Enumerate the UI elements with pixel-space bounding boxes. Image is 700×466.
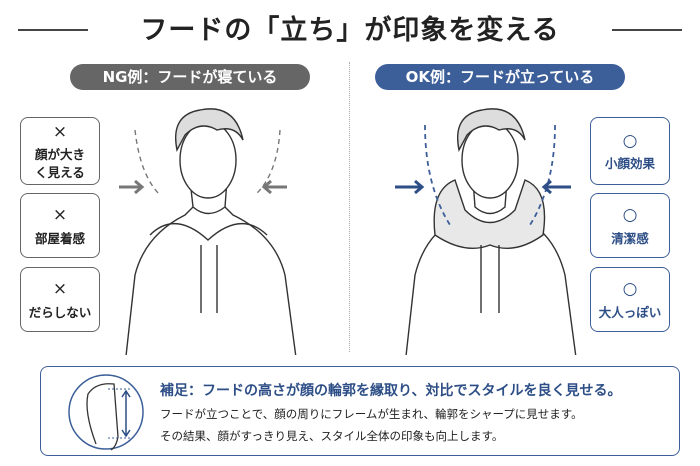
cross-icon: × bbox=[52, 205, 68, 226]
circle-icon: ○ bbox=[622, 130, 638, 151]
ok-label: OK例：フードが立っている bbox=[375, 64, 625, 90]
cross-icon: × bbox=[52, 279, 68, 300]
circle-icon: ○ bbox=[622, 205, 638, 226]
ng-item: ×部屋着感 bbox=[20, 193, 100, 258]
circle-icon: ○ bbox=[622, 279, 638, 300]
ng-item: ×顔が大きく見える bbox=[20, 117, 100, 185]
ng-figure-illustration bbox=[119, 108, 297, 355]
ok-item: ○清潔感 bbox=[590, 193, 670, 258]
ng-label: NG例：フードが寝ている bbox=[70, 64, 310, 90]
ng-item: ×だらしない bbox=[20, 267, 100, 332]
cross-icon: × bbox=[52, 121, 68, 142]
title-rule-right bbox=[612, 29, 682, 31]
note-panel bbox=[40, 366, 680, 456]
page-title: フードの「立ち」が印象を変える bbox=[140, 15, 560, 46]
ok-item: ○大人っぽい bbox=[590, 267, 670, 332]
hood-height-icon bbox=[68, 374, 144, 451]
ok-item: ○小顔効果 bbox=[590, 117, 670, 185]
note-line-2: その結果、顔がすっきり見え、スタイル全体の印象も向上します。 bbox=[160, 429, 504, 443]
divider bbox=[349, 62, 350, 352]
title-rule-left bbox=[18, 29, 88, 31]
ok-figure-illustration bbox=[395, 108, 577, 355]
note-heading: 補足：フードの高さが顔の輪郭を縁取り、対比でスタイルを良く見せる。 bbox=[160, 383, 622, 399]
note-line-1: フードが立つことで、顔の周りにフレームが生まれ、輪郭をシャープに見せます。 bbox=[160, 407, 583, 421]
